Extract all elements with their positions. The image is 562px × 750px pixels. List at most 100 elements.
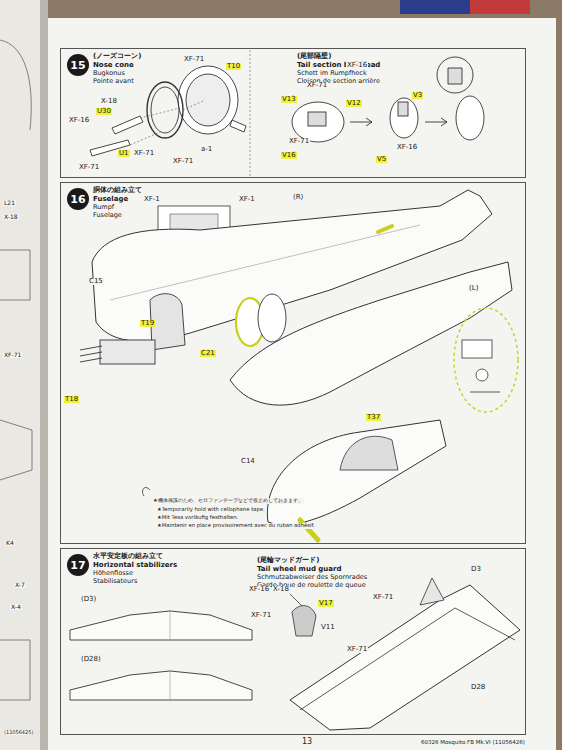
callout-label: (D28) [80, 656, 102, 663]
callout-label: X-18 [100, 98, 118, 105]
callout-label: C21 [200, 350, 216, 357]
callout-label: XF-71 [3, 352, 22, 358]
tail-pin [470, 392, 500, 393]
step-heading: (尾輪マッドガード) [257, 557, 319, 565]
tail-wheel [476, 369, 488, 381]
callout-label: (L) [468, 285, 479, 292]
detail-inset [437, 57, 473, 93]
step-number-text: 17 [70, 559, 85, 572]
ring-part [151, 87, 179, 133]
nose-cone-parts [90, 66, 246, 156]
callout-label: C15 [88, 278, 104, 285]
step-heading: Schott im Rumpfheck [297, 70, 367, 77]
callout-label: V12 [346, 100, 362, 107]
stabilizer-assembly [290, 585, 520, 730]
callout-label: T19 [140, 320, 155, 327]
callout-label: V13 [281, 96, 297, 103]
page-gutter [40, 0, 48, 750]
callout-label: K4 [5, 540, 15, 546]
bulkhead-ring [258, 294, 286, 342]
callout-label: V5 [376, 156, 387, 163]
tail-wheel-parts [462, 340, 500, 392]
stabilizer-bottom [70, 671, 252, 700]
background-object [400, 0, 470, 14]
part-outline [0, 640, 30, 700]
callout-label: 13 [301, 738, 313, 746]
callout-label: XF-16 [346, 62, 368, 69]
callout-label: X-18 [3, 214, 19, 220]
tape-symbol [143, 488, 150, 496]
step-heading: (ノーズコーン) [93, 53, 141, 61]
fuselage-left [230, 262, 512, 405]
callout-label: XF-16 [248, 586, 270, 593]
step-heading: Tail wheel mud guard [257, 566, 342, 574]
tail-wheel-mount [398, 102, 408, 116]
nose-cone [178, 66, 238, 134]
guide-line [140, 108, 180, 118]
callout-label: XF-71 [346, 646, 368, 653]
callout-label: XF-71 [288, 138, 310, 145]
step-number-text: 16 [70, 193, 85, 206]
callout-label: X-7 [14, 582, 26, 588]
tail-bulkhead-parts [292, 57, 484, 142]
callout-label: V11 [320, 624, 336, 631]
callout-label: XF-71 [78, 164, 100, 171]
guide-line [183, 100, 205, 110]
callout-label: X-18 [272, 586, 290, 593]
step-heading: Pointe avant [93, 78, 134, 85]
step-heading: Fuselage [93, 212, 122, 219]
bulkhead [292, 102, 344, 142]
callout-label: XF-71 [306, 82, 328, 89]
step-number: 15 [67, 54, 89, 76]
callout-label: D3 [470, 566, 482, 573]
callout-label: U30 [96, 108, 112, 115]
fuselage-left-nose [267, 420, 446, 525]
step-heading: Horizontal stabilizers [93, 562, 177, 570]
step-heading: 胴体の組み立て [93, 187, 142, 195]
callout-label: L21 [3, 200, 16, 206]
guide-lines [130, 100, 205, 145]
step-number-text: 15 [70, 59, 85, 72]
panel-line [110, 225, 420, 300]
callout-label: U1 [118, 150, 130, 157]
highlight-circle [454, 308, 518, 412]
step-heading: Nose cone [93, 62, 134, 70]
left-page-drawing [0, 40, 32, 700]
stabilizer-top [70, 611, 252, 640]
bulkhead [390, 98, 418, 138]
mud-guard-arm [290, 594, 302, 606]
guide-line [130, 132, 160, 145]
step-heading: 水平安定板の組み立て [93, 553, 163, 561]
note-text: ★Maintenir en place provisoirement avec … [156, 523, 316, 529]
small-part [230, 120, 246, 132]
callout-label: T37 [366, 414, 381, 421]
note-text: (11056425) [3, 730, 34, 735]
callout-label: XF-71 [372, 594, 394, 601]
step-panel: 水平安定板の組み立てHorizontal stabilizersHöhenflo… [60, 548, 526, 735]
step-number: 17 [67, 554, 89, 576]
panel-divider [250, 50, 251, 176]
step-heading: (尾部隔壁) [297, 53, 331, 61]
mud-guard-installed [420, 578, 444, 605]
stabilizer-lower-half [300, 608, 515, 710]
callout-label: XF-1 [238, 196, 256, 203]
nose-cone-inner [186, 74, 230, 126]
ring-part [147, 82, 183, 138]
left-page [0, 0, 46, 750]
callout-label: XF-16 [68, 117, 90, 124]
callout-label: XF-71 [133, 150, 155, 157]
paper [48, 18, 556, 750]
step-number: 16 [67, 188, 89, 210]
callout-label: X-4 [10, 604, 22, 610]
bulkhead [456, 96, 484, 140]
note-text: ★機体保護のため、セロファンテープなどで仮止めしておきます。 [152, 498, 304, 504]
tail-part [462, 340, 492, 358]
step-heading: Höhenflosse [93, 570, 133, 577]
center-line [170, 611, 171, 700]
mud-guard [292, 606, 316, 636]
cockpit-parts [80, 294, 286, 364]
note-text: 60326 Mosquito FB Mk.VI (11056426) [420, 740, 526, 746]
callout-label: XF-71 [250, 612, 272, 619]
gun-bay [100, 340, 155, 364]
